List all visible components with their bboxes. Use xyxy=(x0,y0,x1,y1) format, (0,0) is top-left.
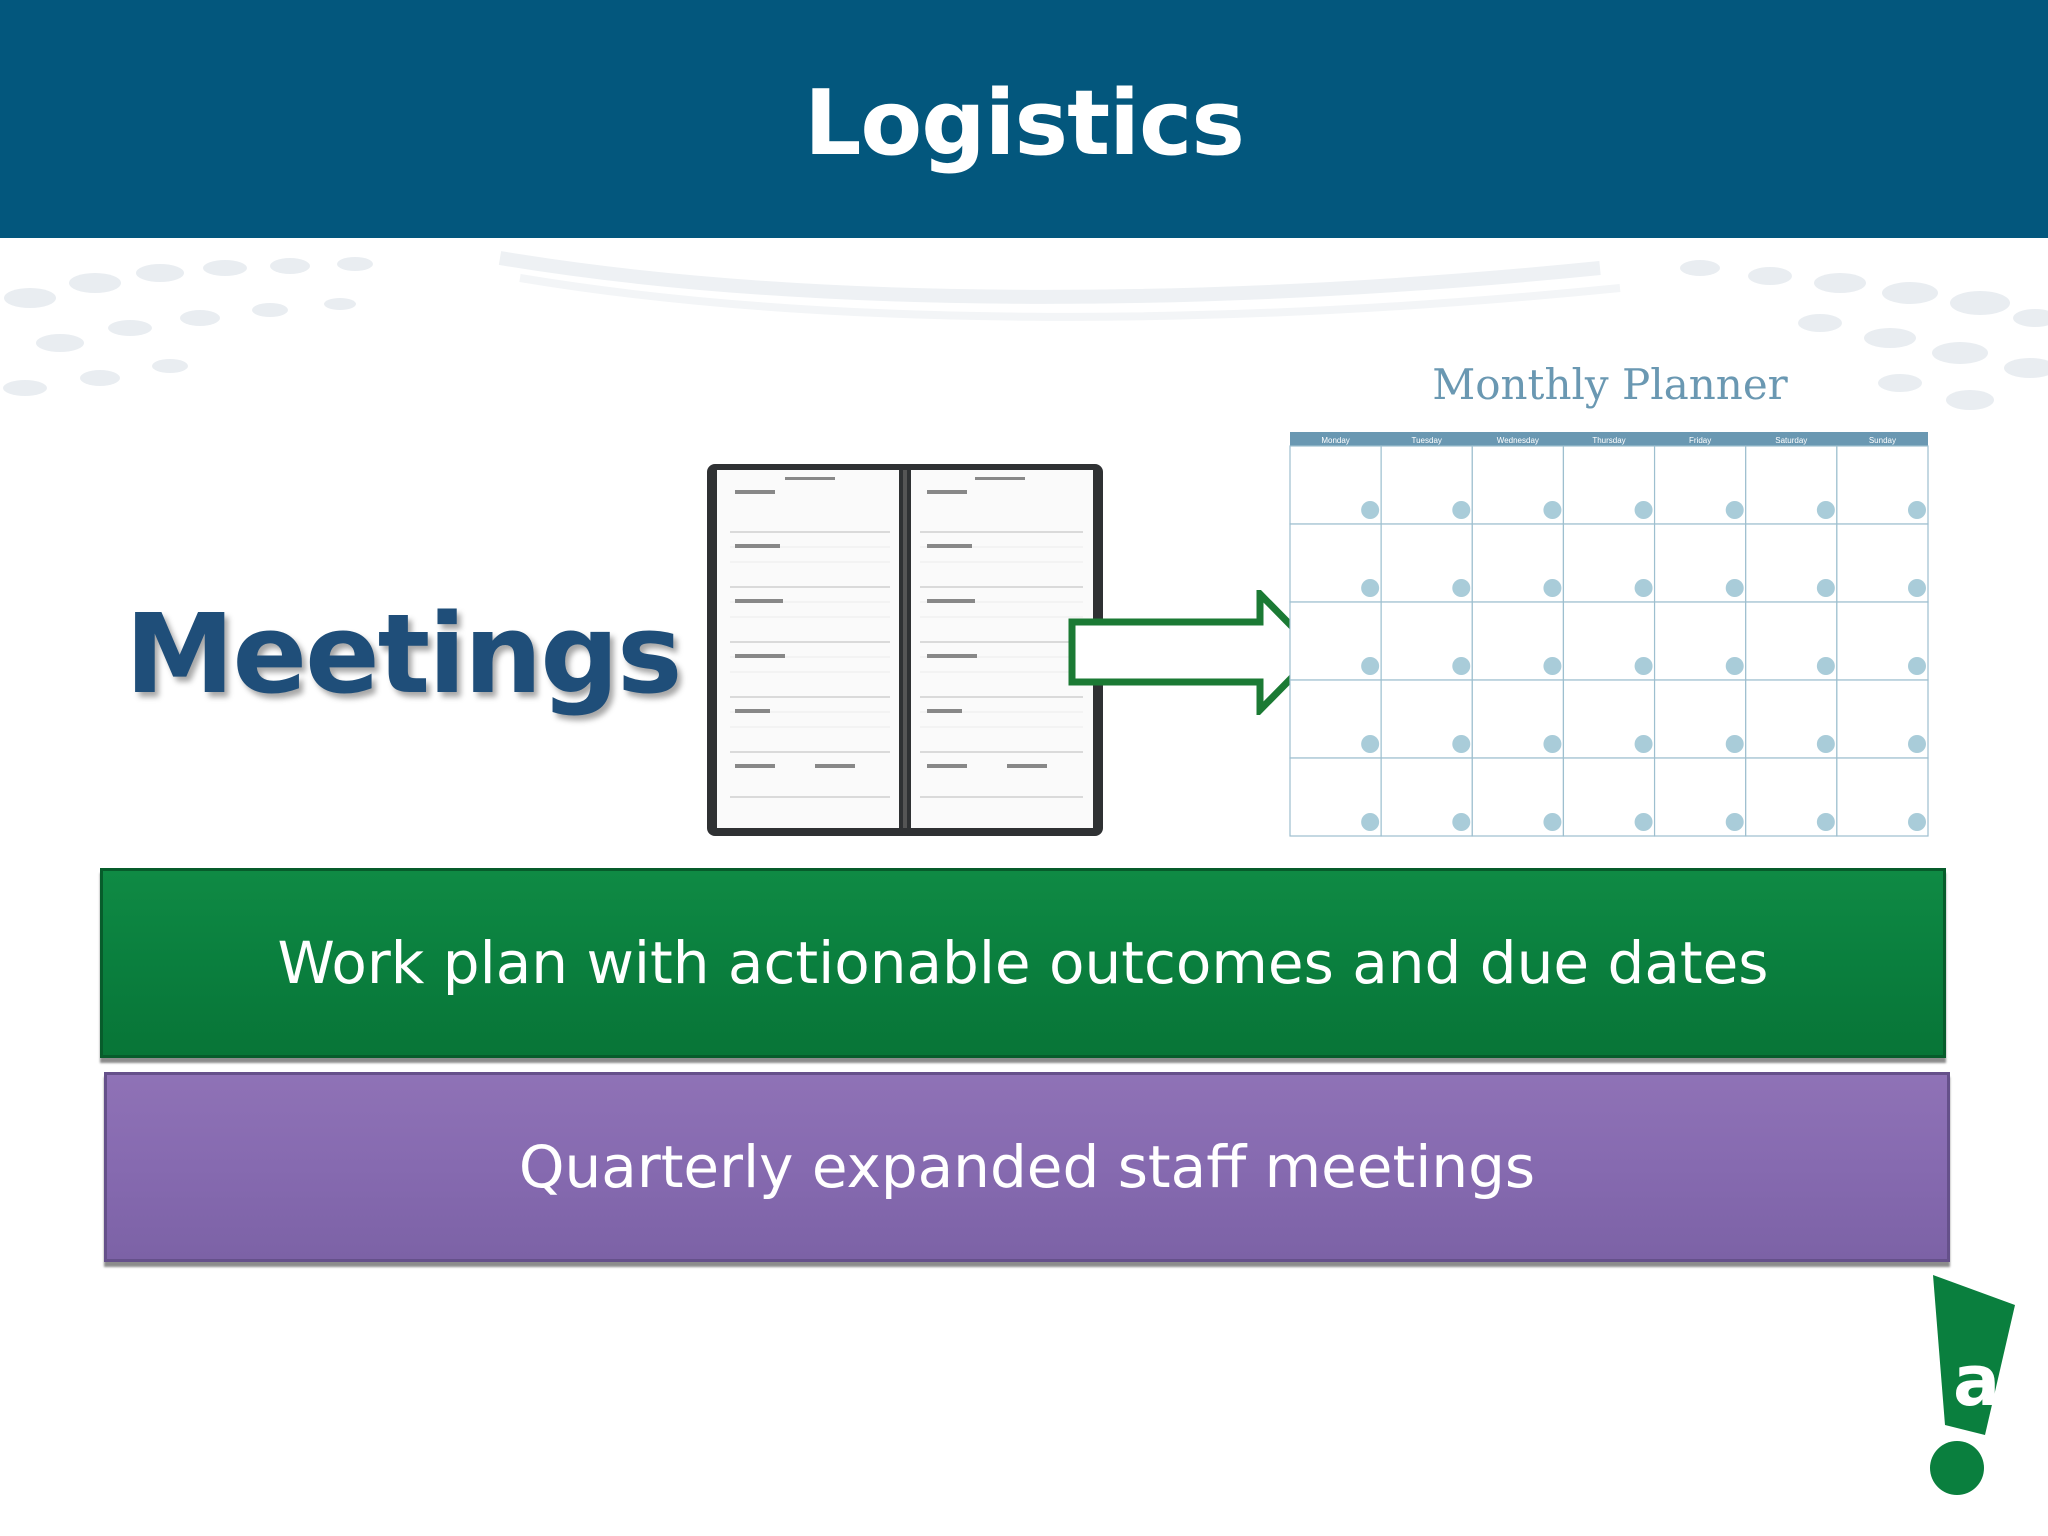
slide-title: Logistics xyxy=(804,70,1245,176)
planner-date-dot xyxy=(1908,657,1926,675)
monthly-planner-image: Monthly Planner Monday Tuesday Wednesday Th… xyxy=(1288,360,1932,840)
planner-date-dot xyxy=(1452,579,1471,597)
planner-date-dot xyxy=(1725,657,1744,675)
planner-date-dot xyxy=(1634,501,1653,519)
planner-date-dot xyxy=(1725,735,1744,753)
planner-day-label: Thursday xyxy=(1592,436,1625,445)
planner-date-dot xyxy=(1634,813,1653,831)
planner-date-dot xyxy=(1725,579,1744,597)
planner-date-dot xyxy=(1816,579,1835,597)
title-banner: Logistics xyxy=(0,0,2048,238)
planner-date-dot xyxy=(1361,579,1380,597)
planner-day-label: Friday xyxy=(1689,436,1711,445)
planner-date-dot xyxy=(1543,735,1562,753)
work-plan-bar: Work plan with actionable outcomes and d… xyxy=(100,868,1946,1058)
planner-date-dot xyxy=(1452,813,1471,831)
planner-day-label: Tuesday xyxy=(1412,436,1442,445)
planner-day-label: Wednesday xyxy=(1497,436,1539,445)
planner-date-dot xyxy=(1361,813,1380,831)
planner-date-dot xyxy=(1816,735,1835,753)
staff-meetings-bar: Quarterly expanded staff meetings xyxy=(104,1072,1950,1262)
planner-date-dot xyxy=(1543,501,1562,519)
calendar-grid: Monday Tuesday Wednesday Thursday Friday Satu… xyxy=(1289,432,1929,837)
planner-date-dot xyxy=(1816,813,1835,831)
brand-logo: a xyxy=(1930,1275,2015,1495)
planner-day-label: Sunday xyxy=(1869,436,1896,445)
planner-date-dot xyxy=(1725,501,1744,519)
planner-date-dot xyxy=(1361,501,1380,519)
planner-date-dot xyxy=(1634,579,1653,597)
work-plan-text: Work plan with actionable outcomes and d… xyxy=(277,929,1769,997)
dotted-wave-decoration xyxy=(3,251,2048,410)
planner-date-dot xyxy=(1452,501,1471,519)
staff-meetings-text: Quarterly expanded staff meetings xyxy=(518,1133,1536,1201)
planner-date-dot xyxy=(1361,735,1380,753)
planner-date-dot xyxy=(1908,813,1926,831)
svg-text:a: a xyxy=(1953,1340,2000,1422)
planner-date-dot xyxy=(1816,657,1835,675)
monthly-planner-title: Monthly Planner xyxy=(1432,360,1788,409)
planner-date-dot xyxy=(1361,657,1380,675)
planner-date-dot xyxy=(1908,501,1926,519)
planner-date-dot xyxy=(1908,579,1926,597)
right-arrow-icon xyxy=(1068,590,1322,715)
planner-date-dot xyxy=(1816,501,1835,519)
topic-heading: Meetings xyxy=(125,590,682,718)
planner-date-dot xyxy=(1908,735,1926,753)
planner-date-dot xyxy=(1634,657,1653,675)
planner-date-dot xyxy=(1543,579,1562,597)
planner-date-dot xyxy=(1543,813,1562,831)
planner-day-label: Saturday xyxy=(1775,436,1807,445)
planner-date-dot xyxy=(1725,813,1744,831)
planner-date-dot xyxy=(1452,735,1471,753)
planner-date-dot xyxy=(1634,735,1653,753)
planner-day-label: Monday xyxy=(1321,436,1349,445)
weekly-planner-image xyxy=(707,464,1103,836)
planner-date-dot xyxy=(1543,657,1562,675)
planner-date-dot xyxy=(1452,657,1471,675)
